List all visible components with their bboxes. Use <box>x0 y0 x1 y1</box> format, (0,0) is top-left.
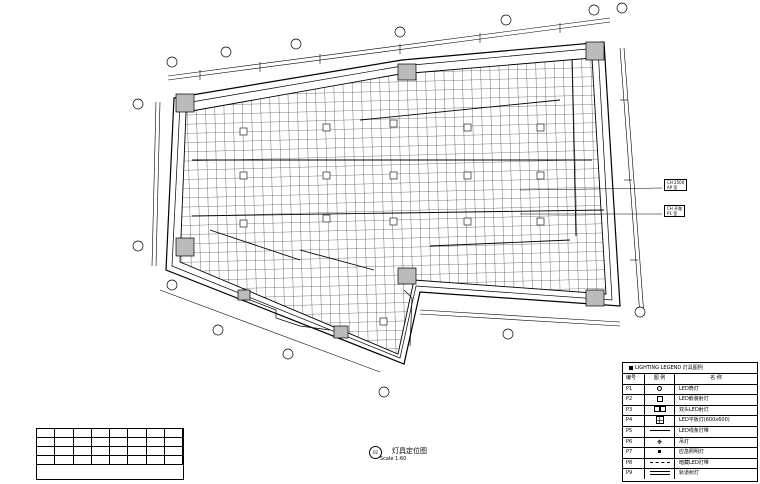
legend-name: 应急照明灯 <box>679 449 705 456</box>
legend-code: P4 <box>623 416 645 426</box>
legend-code: P9 <box>623 469 645 479</box>
ceiling-tag-1: CH 2500 AP 室 <box>664 179 688 191</box>
emergency-light-icon <box>658 450 661 454</box>
spotlight-icon <box>656 395 663 402</box>
legend-code: P1 <box>623 384 645 395</box>
legend-col-symbol: 图 例 <box>645 374 675 384</box>
legend-code: P7 <box>623 448 645 458</box>
structural-columns <box>175 41 605 339</box>
legend-header: 编号 图 例 名 称 <box>623 374 757 385</box>
double-spotlight-icon <box>653 406 660 413</box>
legend-code: P6 <box>623 437 645 448</box>
legend-name: 轨道射灯 <box>679 470 700 477</box>
plan-title: 灯具定位图 <box>392 447 427 455</box>
led-strips <box>191 59 605 271</box>
legend-row: P2 LED嵌装射灯 <box>623 395 757 406</box>
legend-bullet-icon <box>629 365 633 370</box>
legend-name: LED筒灯 <box>679 385 699 392</box>
legend-row: P5 LED线条灯带 <box>623 426 757 438</box>
ceiling-tag-2: CH 开敞 P1 室 <box>664 205 686 217</box>
hidden-strip-icon <box>649 461 670 463</box>
legend-name: LED线条灯带 <box>679 427 709 434</box>
legend-row: P4 LED平板灯(600x600) <box>623 416 757 427</box>
dimension-lines <box>151 17 645 373</box>
track-light-icon <box>649 470 670 475</box>
axis-bubbles <box>132 2 646 398</box>
plan-number-badge: 02 <box>369 446 382 459</box>
ceiling-tag-1-room: AP 室 <box>667 185 678 190</box>
legend-code: P5 <box>623 426 645 437</box>
material-legend-table <box>36 428 184 480</box>
legend-title-text: LIGHTING LEGEND 灯具图例 <box>635 365 703 371</box>
legend-name: 暗藏LED灯带 <box>679 459 709 466</box>
legend-name: 双头LED射灯 <box>679 406 709 413</box>
double-spotlight-icon-b <box>659 406 666 413</box>
legend-code: P3 <box>623 405 645 416</box>
legend-title: LIGHTING LEGEND 灯具图例 <box>623 363 757 374</box>
legend-row: P1 LED筒灯 <box>623 384 757 396</box>
legend-name: LED嵌装射灯 <box>679 396 709 403</box>
legend-row: P7 应急照明灯 <box>623 448 757 459</box>
leader-lines <box>519 187 663 215</box>
ceiling-tag-2-room: P1 室 <box>667 211 678 216</box>
light-fixtures <box>239 119 545 326</box>
ceiling-tag-2-height: CH 开敞 <box>667 206 683 211</box>
legend-code: P8 <box>623 458 645 469</box>
ceiling-tag-1-height: CH 2500 <box>667 180 685 185</box>
legend-col-code: 编号 <box>623 374 645 384</box>
legend-row: P6 ✥ 吊灯 <box>623 437 757 449</box>
legend-row: P8 暗藏LED灯带 <box>623 458 757 470</box>
pendant-light-icon: ✥ <box>656 438 663 446</box>
downlight-icon <box>657 385 662 391</box>
legend-name: 吊灯 <box>679 438 690 445</box>
legend-code: P2 <box>623 395 645 405</box>
dimension-ticks <box>199 23 638 261</box>
legend-col-name: 名 称 <box>710 375 722 381</box>
legend-row: P3 双头LED射灯 <box>623 405 757 417</box>
legend-name: LED平板灯(600x600) <box>679 417 730 424</box>
legend-row: P9 轨道射灯 <box>623 469 757 479</box>
plan-scale: Scale 1:60 <box>380 456 407 462</box>
panel-light-icon <box>655 416 664 425</box>
strip-light-icon <box>649 429 670 431</box>
